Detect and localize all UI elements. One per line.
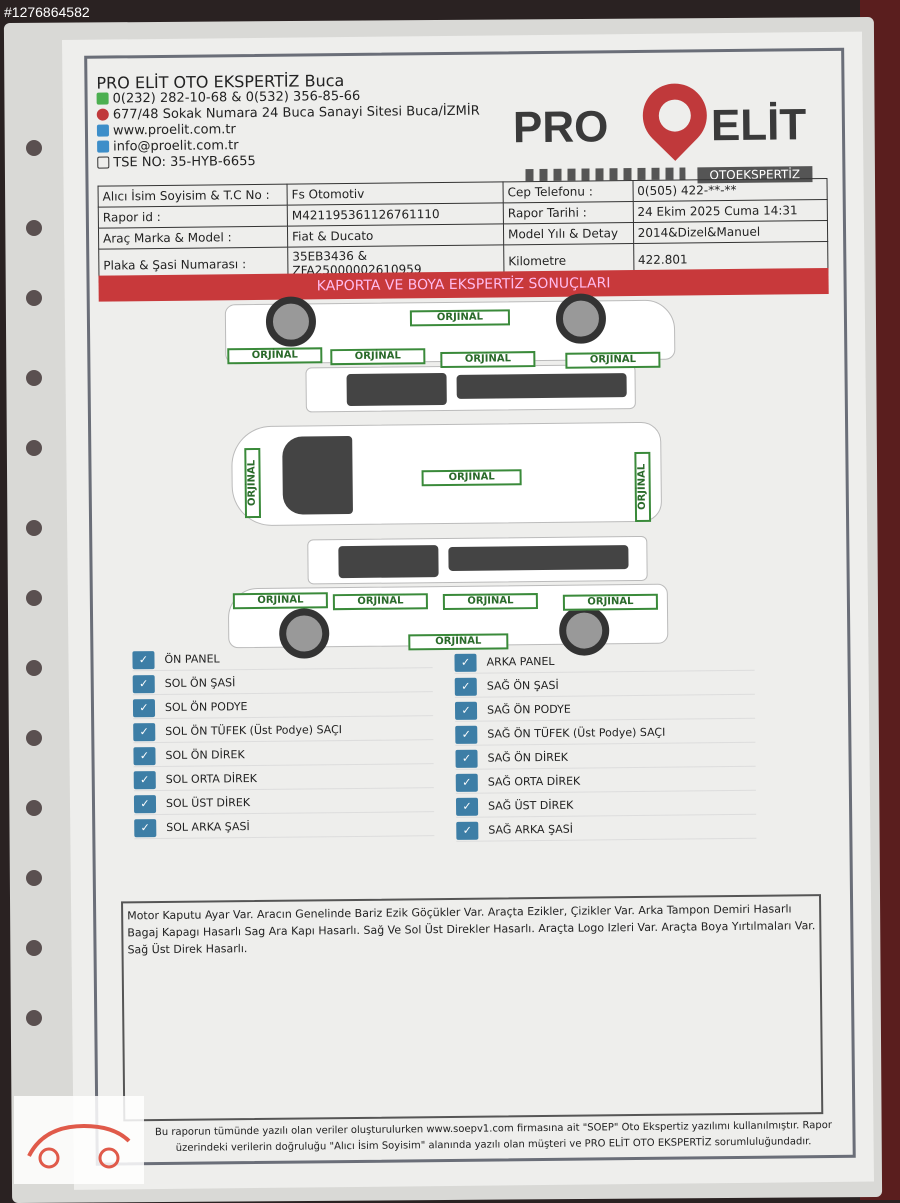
panel-status-tag: ORJİNAL [330,348,426,366]
checkbox-checked-icon: ✓ [133,746,156,765]
checklist-label: SOL ÖN TÜFEK (Üst Podye) SAÇI [165,723,343,738]
checkbox-checked-icon: ✓ [133,722,156,741]
expertise-report: PRO ELİT OTO EKSPERTİZ Buca 0(232) 282-1… [62,31,874,1190]
panel-status-tag: ORJİNAL [634,451,652,523]
checklist-item: ✓ SOL ÖN ŞASİ [132,670,433,696]
panel-status-tag: ORJİNAL [440,351,536,369]
checklist-item: ✓ SAĞ ÖN PODYE [454,696,756,722]
company-web: www.proelit.com.tr [112,122,236,139]
tse-number: TSE NO: 35-HYB-6655 [113,153,256,171]
checkbox-checked-icon: ✓ [455,773,478,792]
checklist-item: ✓ ARKA PANEL [454,648,755,674]
checklist-label: SOL ÖN PODYE [164,700,248,714]
checklist-label: SAĞ ORTA DİREK [487,774,581,789]
logo-pro: PRO [512,102,609,153]
proelit-logo: PRO ELİT OTOEKSPERTİZ [512,70,833,184]
car-logo-icon [27,1123,131,1169]
checklist-item: ✓ SAĞ ORTA DİREK [455,768,756,794]
panel-status-tag: ORJİNAL [244,447,262,519]
info-value: 24 Ekim 2025 Cuma 14:31 [632,199,828,223]
checkbox-checked-icon: ✓ [132,650,155,669]
panel-status-tag: ORJİNAL [227,347,323,365]
panel-status-tag: ORJİNAL [421,469,522,487]
company-address: 677/48 Sokak Numara 24 Buca Sanayi Sites… [112,103,480,123]
expert-notes: Motor Kaputu Ayar Var. Aracın Genelinde … [121,894,824,1122]
checkbox-checked-icon: ✓ [454,653,477,672]
checklist-label: SOL ÜST DİREK [165,796,251,810]
punch-holes [14,20,60,1170]
checklist-label: SAĞ ÖN PODYE [486,702,571,717]
checkbox-checked-icon: ✓ [455,749,478,768]
site-logo-badge [14,1096,144,1184]
checklist-item: ✓ ÖN PANEL [132,646,433,672]
panel-status-tag: ORJİNAL [332,593,428,611]
checklist-label: ARKA PANEL [486,654,555,669]
checkbox-checked-icon: ✓ [455,725,478,744]
panel-status-tag: ORJİNAL [562,593,658,611]
checkbox-checked-icon: ✓ [454,677,477,696]
van-right-windows [305,364,636,413]
checklist-label: SAĞ ÖN TÜFEK (Üst Podye) SAÇI [487,725,666,741]
checkbox-checked-icon: ✓ [455,797,479,816]
checkbox-checked-icon: ✓ [134,818,157,837]
location-icon [96,108,109,121]
vehicle-info-table: Alıcı İsim Soyisim & T.C No :Fs Otomotiv… [98,178,829,283]
panel-status-tag: ORJİNAL [232,592,328,610]
checklist-item: ✓ SOL ÜST DİREK [133,790,435,816]
info-label: Alıcı İsim Soyisim & T.C No : [98,184,288,208]
checkbox-checked-icon: ✓ [132,698,156,717]
whatsapp-icon [96,92,109,105]
checklist-label: SOL ÖN DİREK [165,748,245,762]
checklist-label: SAĞ ÖN DİREK [487,750,569,765]
checklist-item: ✓ SAĞ ÜST DİREK [455,792,757,818]
panel-status-tag: ORJİNAL [409,309,511,327]
van-left-windows [307,535,648,585]
checklist-item: ✓ SAĞ ÖN DİREK [455,744,756,770]
checklist-item: ✓ SOL ÖN DİREK [133,742,434,768]
steering-pin-icon [629,70,721,161]
info-value: M421195361126761110 [287,202,504,227]
info-label: Model Yılı & Detay [503,222,634,245]
checklist-item: ✓ SOL ÖN PODYE [132,694,434,720]
checklist-label: SOL ORTA DİREK [165,771,257,786]
checklist-label: ÖN PANEL [164,652,220,666]
panel-status-tag: ORJİNAL [442,593,538,611]
checklist-label: SAĞ ÜST DİREK [487,798,574,813]
checkbox-checked-icon: ✓ [133,770,156,789]
checklist-label: SOL ÖN ŞASİ [164,676,236,690]
checklist-label: SAĞ ARKA ŞASİ [488,822,574,837]
checklist-item: ✓ SOL ARKA ŞASİ [134,814,435,840]
company-phone: 0(232) 282-10-68 & 0(532) 356-85-66 [112,88,361,107]
certificate-icon [97,156,110,169]
info-label: Rapor id : [98,205,288,229]
checkbox-checked-icon: ✓ [456,821,479,840]
info-value: 2014&Dizel&Manuel [633,220,828,244]
listing-id-watermark: #1276864582 [4,4,90,20]
checklist-item: ✓ SAĞ ARKA ŞASİ [456,816,757,842]
checklist-label: SOL ARKA ŞASİ [166,820,250,834]
company-info: PRO ELİT OTO EKSPERTİZ Buca 0(232) 282-1… [96,71,480,172]
info-value: 0(505) 422-**-** [632,178,828,202]
checklist-item: ✓ SAĞ ÖN TÜFEK (Üst Podye) SAÇI [455,720,756,746]
checklist-item: ✓ SOL ORTA DİREK [133,766,434,792]
panel-status-tag: ORJİNAL [565,351,661,369]
info-label: Rapor Tarihi : [503,201,634,224]
checkbox-checked-icon: ✓ [454,701,478,720]
checkbox-checked-icon: ✓ [132,674,155,693]
web-icon [96,124,110,137]
checklist-item: ✓ SAĞ ÖN ŞASİ [454,672,755,698]
info-value: Fiat & Ducato [287,223,504,248]
mail-icon [97,140,110,153]
checklist-item: ✓ SOL ÖN TÜFEK (Üst Podye) SAÇI [133,718,434,744]
info-value: Fs Otomotiv [287,181,504,206]
checkbox-checked-icon: ✓ [133,794,157,813]
checklist-label: SAĞ ÖN ŞASİ [486,678,559,693]
info-label: Araç Marka & Model : [98,226,288,250]
info-label: Cep Telefonu : [503,180,633,203]
company-email: info@proelit.com.tr [113,138,239,155]
logo-elit: ELİT [710,100,807,151]
